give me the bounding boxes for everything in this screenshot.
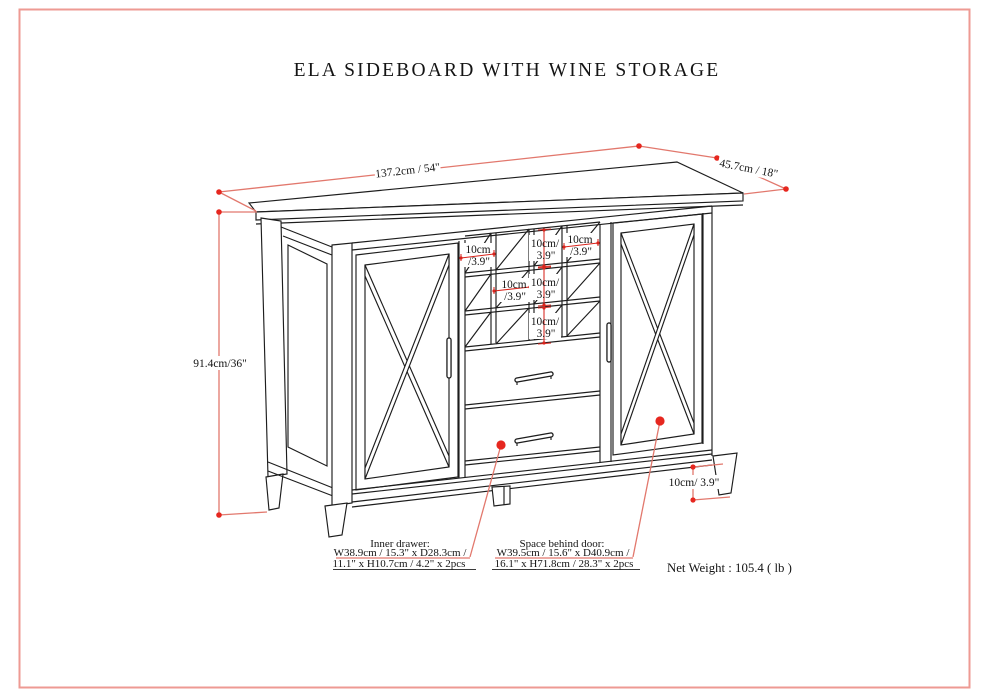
left-door: [355, 242, 459, 491]
space-behind-door-line1: W39.5cm / 15.6" x D40.9cm /: [497, 547, 631, 559]
net-weight: Net Weight : 105.4 ( lb ): [667, 561, 792, 575]
rack-label: /3.9": [570, 246, 592, 258]
dim-dot: [690, 497, 696, 503]
rack-dim-r2c2: 10cm /3.9": [492, 278, 532, 303]
tabletop-lip-line: [255, 204, 744, 225]
label-bg: [193, 356, 248, 370]
inner-drawer-line1: W38.9cm / 15.3" x D28.3cm /: [334, 547, 468, 559]
right-door-x-bar-slash: [620, 223, 695, 446]
rack-label: /3.9": [468, 256, 490, 268]
rack-dim-r1c3: 10cm/ 3.9": [529, 228, 561, 268]
dim-dot: [216, 189, 222, 195]
dim-dot: [783, 186, 789, 192]
space-behind-door-annotation: Space behind door: W39.5cm / 15.6" x D40…: [492, 416, 665, 570]
rack-dim-r2c3: 10cm/ 3.9": [529, 266, 561, 307]
drawer-2-handle: [514, 432, 554, 446]
tabletop: [247, 161, 744, 225]
leg-height-label: 10cm/ 3.9": [669, 477, 720, 489]
rack-label: /3.9": [504, 291, 526, 303]
drawer-divider: [464, 390, 601, 410]
left-door-x-bar-slash: [364, 253, 450, 480]
drawer-1-handle: [514, 371, 554, 385]
furniture-drawing: [247, 161, 744, 538]
right-door: [606, 213, 703, 456]
wine-rack-dimensions: 10cm /3.9" 10cm/ 3.9" 10cm /3.9": [459, 228, 600, 345]
label-bg: [373, 159, 442, 181]
label-bg: [667, 475, 721, 489]
rack-label: 3.9": [537, 328, 556, 340]
space-behind-door-leader: [632, 420, 661, 558]
inner-drawer-annotation: Inner drawer: W38.9cm / 15.3" x D28.3cm …: [333, 440, 506, 570]
space-behind-door-line2: 16.1" x H71.8cm / 28.3" x 2pcs: [495, 558, 634, 570]
rack-label: 10cm/: [531, 316, 560, 328]
center-back-leg: [491, 485, 511, 507]
height-extension-lines: [218, 211, 268, 516]
leg-height-dimension: 10cm/ 3.9": [667, 463, 731, 503]
top-extension-lines: [218, 188, 787, 212]
rack-label: 10cm: [465, 244, 490, 256]
right-door-outer-frame: [612, 213, 703, 456]
back-left-post: [260, 217, 288, 478]
rack-label: 10cm/: [531, 277, 560, 289]
side-recessed-panel: [287, 244, 328, 467]
cabinet-body: [324, 205, 738, 538]
dimension-annotations: 137.2cm / 54" 45.7cm / 18" 91.4cm/36" 10…: [193, 143, 792, 575]
rack-label: 10cm/: [531, 238, 560, 250]
front-left-leg: [324, 502, 348, 538]
dim-dot: [216, 512, 222, 518]
rack-dim-r1c4: 10cm /3.9": [562, 233, 600, 258]
rack-label: 10cm: [567, 234, 592, 246]
page-title: ELA SIDEBOARD WITH WINE STORAGE: [294, 60, 721, 81]
label-bg: [716, 155, 781, 181]
rack-shelf-1: [464, 258, 601, 278]
inner-drawer-dot: [496, 440, 506, 450]
rack-bottom-edge: [464, 332, 601, 352]
rack-label: 3.9": [537, 289, 556, 301]
side-bottom-rail: [267, 461, 334, 497]
front-left-post: [331, 242, 353, 507]
side-top-rail: [280, 226, 333, 256]
rack-dim-r1c1: 10cm /3.9": [459, 243, 496, 268]
height-dimension-label: 91.4cm/36": [193, 358, 247, 370]
inner-drawer-leader: [469, 444, 502, 558]
rack-label: 10cm: [501, 279, 526, 291]
dim-dot: [690, 464, 696, 470]
inner-drawer-line2: 11.1" x H10.7cm / 4.2" x 2pcs: [333, 558, 466, 570]
dim-dot: [636, 143, 642, 149]
drawer-2-bottom: [464, 446, 601, 466]
rack-dim-r3c3: 10cm/ 3.9": [529, 306, 561, 345]
space-behind-door-dot: [655, 416, 665, 426]
height-dimension: 91.4cm/36": [193, 209, 268, 518]
left-door-outer-frame: [355, 242, 459, 491]
dim-dot: [216, 209, 222, 215]
page-border: [18, 8, 971, 689]
rack-label: 3.9": [537, 250, 556, 262]
rack-shelf-2: [464, 296, 601, 316]
depth-dimension: 45.7cm / 18": [716, 155, 781, 181]
dim-dot: [714, 155, 720, 161]
left-center-stile: [458, 240, 466, 478]
base-molding: [351, 449, 713, 508]
left-side-panel: [260, 217, 334, 511]
space-behind-door-heading: Space behind door:: [520, 538, 605, 550]
back-left-leg: [265, 473, 284, 511]
rack-top-edge: [464, 221, 601, 237]
inner-drawer-heading: Inner drawer:: [370, 538, 430, 550]
drawers: [464, 371, 601, 466]
width-dimension-label: 137.2cm / 54": [375, 161, 441, 180]
tabletop-edge-band: [255, 192, 744, 221]
body-right-edge: [702, 206, 713, 456]
